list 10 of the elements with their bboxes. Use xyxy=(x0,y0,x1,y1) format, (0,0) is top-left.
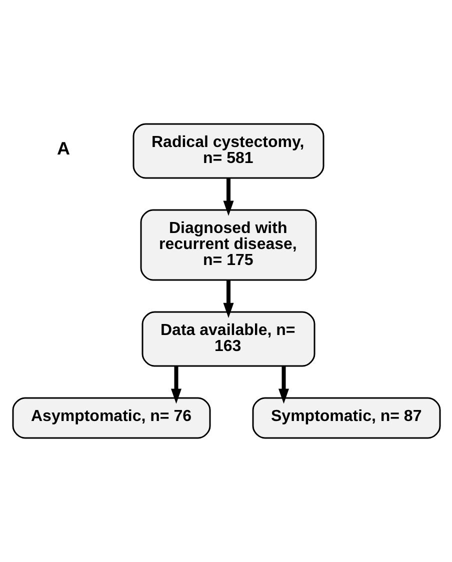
arrow xyxy=(278,366,289,404)
arrow xyxy=(222,280,234,318)
arrow xyxy=(170,366,182,404)
node-box: Symptomatic, n= 87 xyxy=(252,397,440,439)
node-box: Data available, n= 163 xyxy=(141,311,315,367)
node-box: Asymptomatic, n= 76 xyxy=(12,397,210,439)
node-box: Radical cystectomy, n= 581 xyxy=(132,123,324,179)
node-box: Diagnosed with recurrent disease, n= 175 xyxy=(140,209,316,281)
label: A xyxy=(56,138,70,158)
arrow xyxy=(222,178,234,216)
